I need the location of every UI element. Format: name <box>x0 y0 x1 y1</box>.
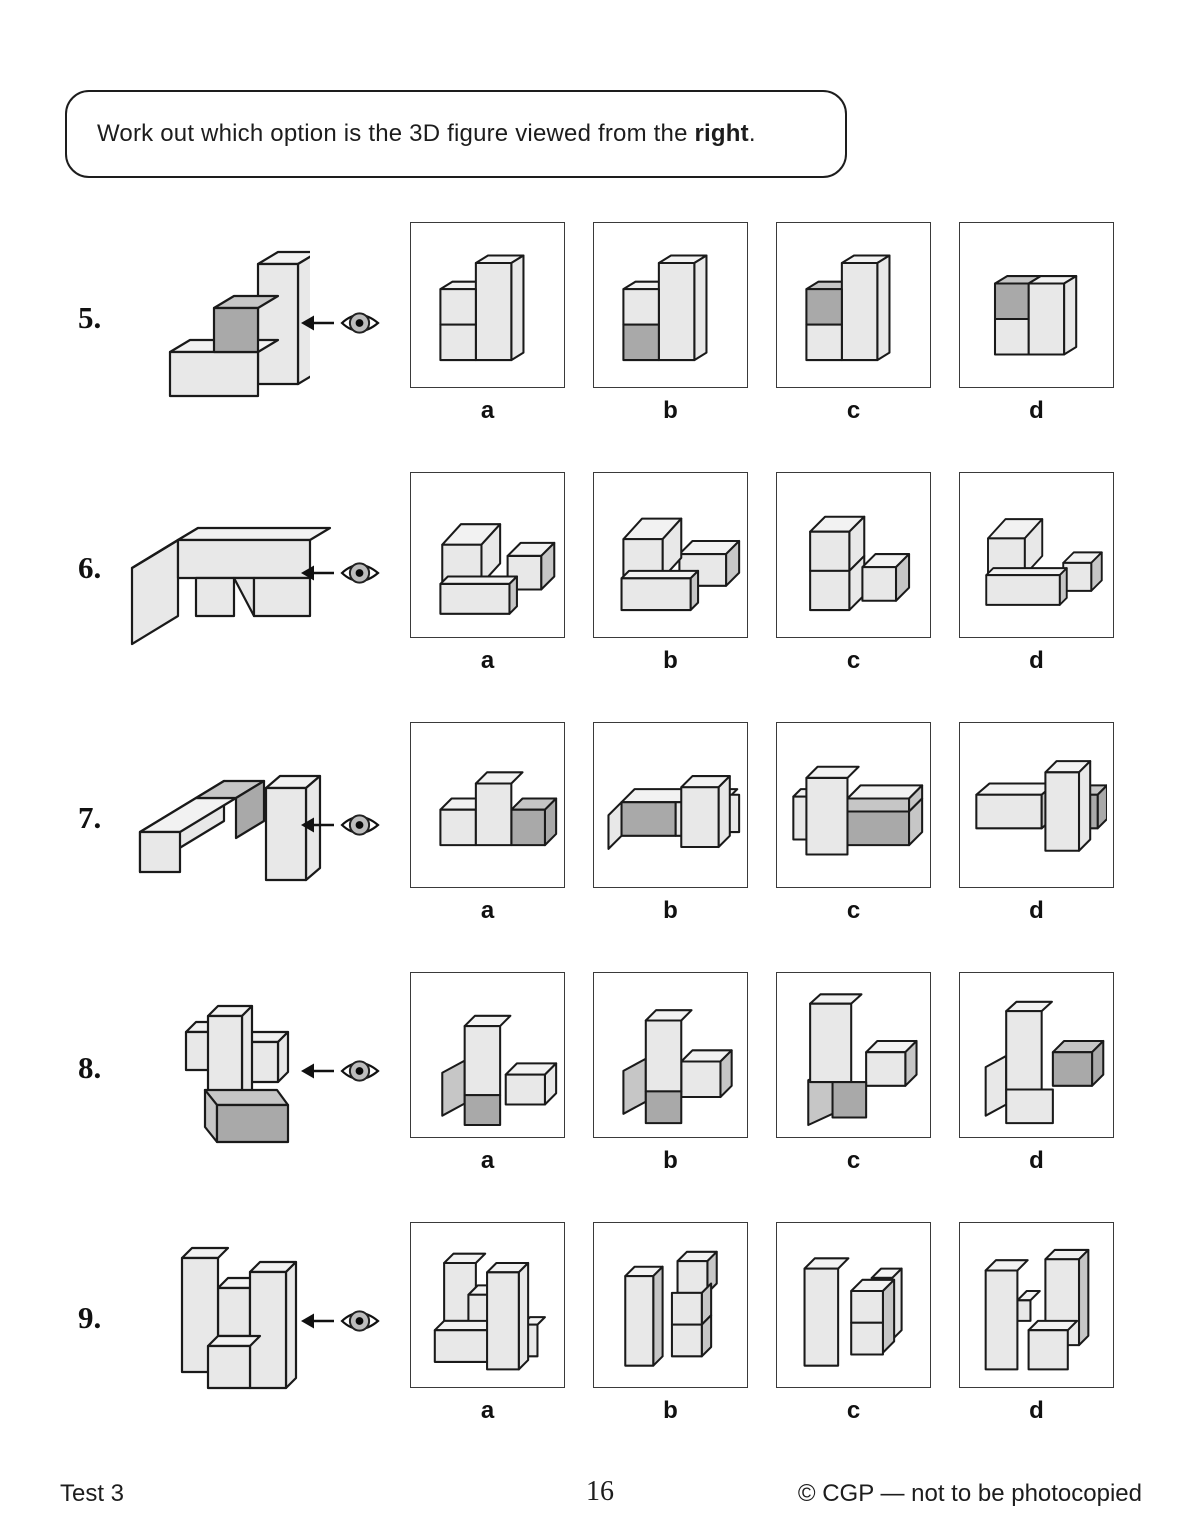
option-label: b <box>663 897 678 924</box>
question-row-5: 5. a b c d <box>0 222 1200 434</box>
option-label: c <box>846 1147 861 1174</box>
eye-icon <box>301 562 380 584</box>
left-arrow-icon <box>301 817 314 833</box>
option-label: c <box>846 397 861 424</box>
option-label: a <box>480 1397 495 1424</box>
option-figure <box>784 730 924 880</box>
option-label: d <box>1029 897 1044 924</box>
option-figure <box>784 480 924 630</box>
option-figure <box>967 480 1107 630</box>
option-box <box>959 1222 1114 1388</box>
option-box <box>593 472 748 638</box>
footer-copyright: © CGP — not to be photocopied <box>797 1480 1142 1507</box>
option-figure <box>601 230 741 380</box>
option-label: b <box>663 647 678 674</box>
option-label: a <box>480 397 495 424</box>
question-row-6: 6. a b c d <box>0 472 1200 684</box>
option-label: d <box>1029 647 1044 674</box>
option-label: d <box>1029 397 1044 424</box>
view-direction-indicator <box>298 304 382 342</box>
question-number: 6. <box>78 550 102 585</box>
option-box <box>593 722 748 888</box>
option-box <box>959 472 1114 638</box>
eye-icon <box>301 814 380 836</box>
option-box <box>959 722 1114 888</box>
instruction-box: Work out which option is the 3D figure v… <box>65 90 847 178</box>
eye-icon <box>301 1310 380 1332</box>
option-label: a <box>480 647 495 674</box>
option-figure <box>784 980 924 1130</box>
option-label: b <box>663 1397 678 1424</box>
option-box <box>410 1222 565 1388</box>
view-direction-indicator <box>298 806 382 844</box>
question-number: 9. <box>78 1300 102 1335</box>
question-row-9: 9. a b c d <box>0 1222 1200 1434</box>
option-figure <box>601 730 741 880</box>
option-figure <box>418 480 558 630</box>
option-figure <box>967 230 1107 380</box>
question-number: 8. <box>78 1050 102 1085</box>
option-label: c <box>846 647 861 674</box>
option-figure <box>601 1230 741 1380</box>
question-number: 7. <box>78 800 102 835</box>
option-box <box>410 222 565 388</box>
left-arrow-icon <box>301 565 314 581</box>
footer-test-label: Test 3 <box>60 1480 125 1507</box>
question-number: 5. <box>78 300 102 335</box>
option-label: b <box>663 1147 678 1174</box>
option-figure <box>784 230 924 380</box>
option-box <box>410 472 565 638</box>
option-label: b <box>663 397 678 424</box>
eye-icon <box>301 312 380 334</box>
option-figure <box>601 980 741 1130</box>
left-arrow-icon <box>301 315 314 331</box>
question-3d-figure <box>140 230 310 400</box>
view-direction-indicator <box>298 1052 382 1090</box>
option-figure <box>418 730 558 880</box>
option-box <box>959 972 1114 1138</box>
question-3d-figure <box>82 1236 312 1396</box>
question-row-8: 8. a b c d <box>0 972 1200 1184</box>
option-label: d <box>1029 1147 1044 1174</box>
option-figure <box>784 1230 924 1380</box>
option-figure <box>967 980 1107 1130</box>
left-arrow-icon <box>301 1063 314 1079</box>
option-label: a <box>480 897 495 924</box>
option-box <box>776 1222 931 1388</box>
option-figure <box>418 980 558 1130</box>
option-figure <box>601 480 741 630</box>
question-row-7: 7. a b c d <box>0 722 1200 934</box>
option-box <box>776 472 931 638</box>
question-3d-figure <box>100 490 340 655</box>
option-box <box>776 222 931 388</box>
option-box <box>776 722 931 888</box>
option-label: c <box>846 1397 861 1424</box>
option-box <box>593 1222 748 1388</box>
eye-icon <box>301 1060 380 1082</box>
option-box <box>410 722 565 888</box>
instruction-text: Work out which option is the 3D figure v… <box>97 120 756 147</box>
page-number: 16 <box>586 1476 614 1507</box>
option-box <box>959 222 1114 388</box>
option-box <box>593 222 748 388</box>
option-figure <box>418 1230 558 1380</box>
option-figure <box>967 730 1107 880</box>
option-figure <box>418 230 558 380</box>
option-figure <box>967 1230 1107 1380</box>
view-direction-indicator <box>298 554 382 592</box>
option-box <box>593 972 748 1138</box>
option-label: d <box>1029 1397 1044 1424</box>
question-3d-figure <box>90 990 320 1150</box>
option-label: c <box>846 897 861 924</box>
option-box <box>776 972 931 1138</box>
option-label: a <box>480 1147 495 1174</box>
view-direction-indicator <box>298 1302 382 1340</box>
option-box <box>410 972 565 1138</box>
left-arrow-icon <box>301 1313 314 1329</box>
question-3d-figure <box>110 752 340 902</box>
